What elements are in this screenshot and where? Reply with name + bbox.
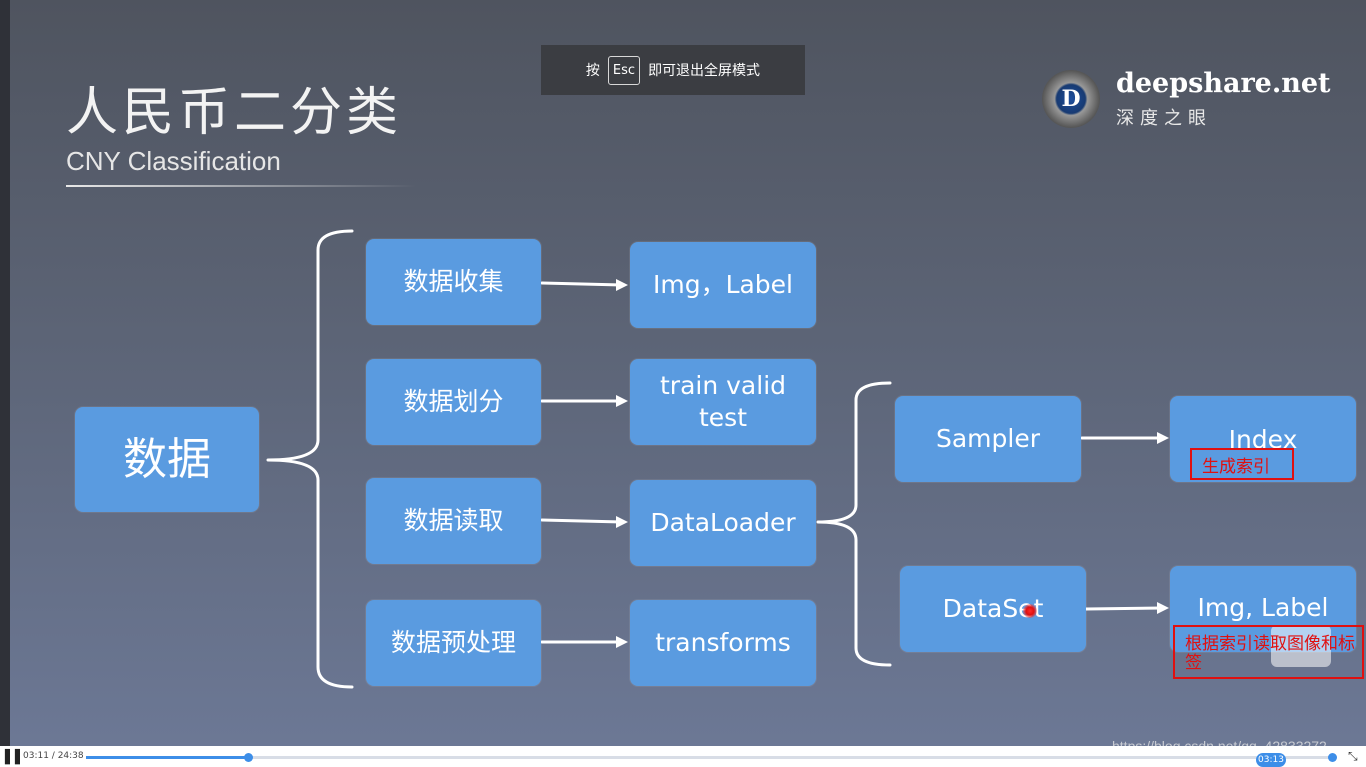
annotation-dataset-note: 根据索引读取图像和标签 xyxy=(1173,625,1364,679)
box-sampler: Sampler xyxy=(895,396,1081,482)
time-display: 03:11 / 24:38 xyxy=(23,751,84,761)
deepshare-logo: D deepshare.net 深度之眼 xyxy=(1042,68,1331,134)
tip-prefix: 按 xyxy=(585,63,600,79)
logo-mark: D xyxy=(1061,86,1081,112)
box-data-preprocess: 数据预处理 xyxy=(366,600,541,686)
video-control-bar: ▌▌ 03:11 / 24:38 ⤡ xyxy=(0,746,1366,767)
box-index: Index xyxy=(1170,396,1356,482)
tip-suffix: 即可退出全屏模式 xyxy=(648,63,761,79)
box-transforms: transforms xyxy=(630,600,816,686)
hover-time-bubble: 03:13 xyxy=(1256,753,1286,767)
box-dataloader: DataLoader xyxy=(630,480,816,566)
progress-knob[interactable] xyxy=(243,753,253,762)
progress-fill xyxy=(86,756,248,759)
play-pause-icon[interactable]: ▌▌ xyxy=(5,750,25,765)
slide-subtitle: CNY Classification xyxy=(66,146,281,176)
logo-subtitle: 深度之眼 xyxy=(1116,108,1212,129)
slide-title: 人民币二分类 xyxy=(66,83,403,143)
logo-name: deepshare.net xyxy=(1116,68,1331,99)
fullscreen-exit-tip: 按 Esc 即可退出全屏模式 xyxy=(541,45,805,95)
box-dataset: DataSet xyxy=(900,566,1086,652)
esc-key-badge: Esc xyxy=(607,55,641,85)
box-train-valid-test: train valid test xyxy=(630,359,816,445)
box-img-label: Img，Label xyxy=(630,242,816,328)
exit-fullscreen-icon[interactable]: ⤡ xyxy=(1348,749,1358,763)
left-edge xyxy=(0,0,10,746)
eye-logo-icon xyxy=(1042,70,1100,128)
annotation-index-note: 生成索引 xyxy=(1190,448,1294,480)
video-play-overlay[interactable] xyxy=(1271,625,1331,667)
volume-knob[interactable] xyxy=(1328,753,1337,762)
title-underline xyxy=(66,185,416,187)
progress-track[interactable] xyxy=(86,753,1337,762)
box-data-split: 数据划分 xyxy=(366,359,541,445)
box-data-collect: 数据收集 xyxy=(366,239,541,325)
box-data: 数据 xyxy=(75,407,259,512)
box-data-read: 数据读取 xyxy=(366,478,541,564)
pointer-dot-icon xyxy=(1023,604,1037,618)
